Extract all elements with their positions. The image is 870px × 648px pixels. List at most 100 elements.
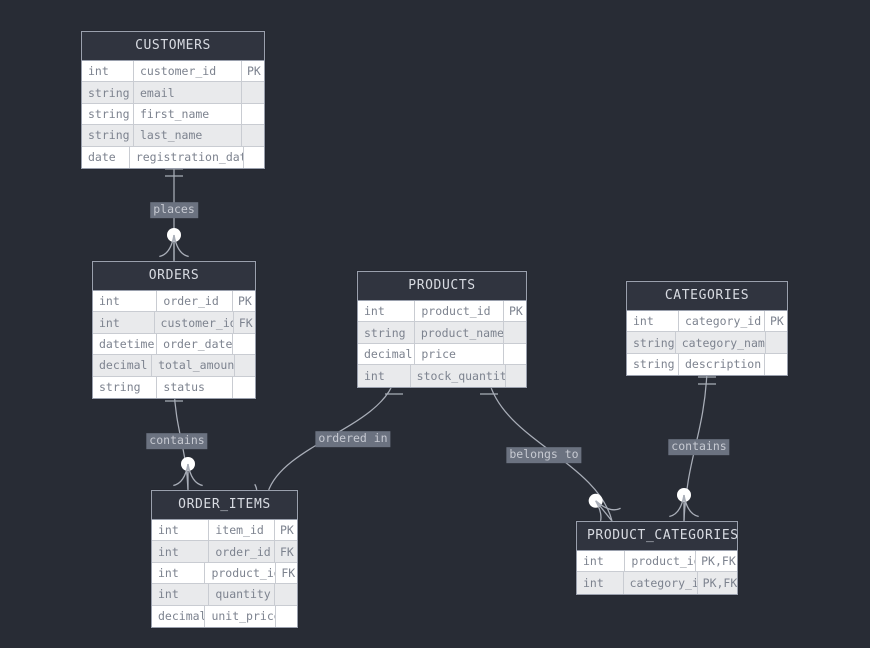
- entity-title: ORDER_ITEMS: [152, 491, 297, 520]
- attribute-key: PK,FK: [702, 576, 737, 591]
- attribute-key: PK: [275, 520, 297, 542]
- attribute-name: product_id: [625, 551, 697, 573]
- many-marker-r5-prong: [669, 494, 685, 518]
- many-marker-r4-prong: [595, 500, 621, 511]
- attribute-type: string: [627, 353, 679, 376]
- attribute-name: first_name: [134, 103, 242, 126]
- attribute-key: [242, 82, 264, 104]
- attribute-key: [233, 377, 255, 398]
- attribute-key: FK: [276, 563, 297, 585]
- attribute-type: decimal: [152, 605, 206, 627]
- attribute-name: customer_id: [154, 312, 234, 334]
- attribute-name: order_date: [157, 333, 234, 356]
- attribute-type: string: [82, 103, 134, 126]
- attribute-name: registration_date: [130, 146, 244, 168]
- attribute-name: order_id: [209, 541, 275, 563]
- many-marker-r2-prong: [173, 463, 189, 487]
- attribute-type: date: [82, 146, 130, 168]
- attribute-name: item_id: [209, 520, 275, 542]
- many-marker-r1-circle: [167, 228, 181, 242]
- attribute-name: category_id: [679, 311, 765, 333]
- many-marker-r1-prong: [159, 234, 175, 258]
- attribute-key: PK,FK: [696, 551, 737, 573]
- attribute-name: product_name: [414, 322, 505, 344]
- attribute-key: FK: [275, 541, 297, 563]
- attribute-type: int: [152, 541, 210, 563]
- attribute-name: category_name: [675, 332, 767, 354]
- relationship-label-r5: contains: [668, 439, 730, 455]
- attribute-type: int: [93, 312, 155, 334]
- attribute-type: int: [152, 520, 210, 542]
- attribute-type: string: [82, 82, 134, 104]
- relationship-label-r2: contains: [146, 433, 208, 449]
- attribute-key: [276, 606, 297, 627]
- attribute-name: category_id: [624, 572, 698, 594]
- attribute-name: product_id: [205, 562, 277, 585]
- attribute-type: string: [93, 376, 158, 398]
- attribute-key: [506, 365, 526, 386]
- attribute-type: decimal: [358, 343, 416, 366]
- attribute-type: int: [152, 584, 210, 606]
- attribute-name: stock_quantity: [411, 365, 506, 387]
- attribute-name: unit_price: [205, 605, 277, 627]
- attribute-type: int: [577, 551, 626, 573]
- attribute-type: string: [627, 332, 676, 354]
- attribute-key: [244, 147, 264, 168]
- attribute-type: decimal: [93, 355, 153, 377]
- attribute-key: [233, 334, 255, 356]
- many-marker-r2-prong: [187, 463, 203, 487]
- attribute-type: datetime: [93, 333, 158, 356]
- attribute-key: [275, 584, 297, 606]
- attribute-key: [765, 354, 787, 375]
- attribute-key: [504, 322, 526, 344]
- attribute-name: product_id: [415, 301, 504, 323]
- attribute-type: int: [152, 562, 206, 585]
- many-marker-r1-prong: [173, 234, 189, 258]
- relationship-label-r3: ordered in: [315, 431, 391, 447]
- many-marker-r4-circle: [588, 493, 603, 508]
- entity-title: CUSTOMERS: [82, 32, 264, 61]
- attribute-type: int: [358, 365, 411, 387]
- attribute-name: last_name: [134, 125, 242, 147]
- entity-title: PRODUCTS: [358, 272, 526, 301]
- many-marker-r5-circle: [677, 488, 691, 502]
- entity-title: ORDERS: [93, 262, 255, 291]
- attribute-type: int: [93, 291, 158, 313]
- attribute-key: [504, 344, 526, 366]
- many-marker-r4-prong: [595, 500, 613, 522]
- attribute-key: PK: [504, 301, 526, 323]
- entity-title: PRODUCT_CATEGORIES: [577, 522, 738, 551]
- attribute-key: PK: [765, 311, 787, 333]
